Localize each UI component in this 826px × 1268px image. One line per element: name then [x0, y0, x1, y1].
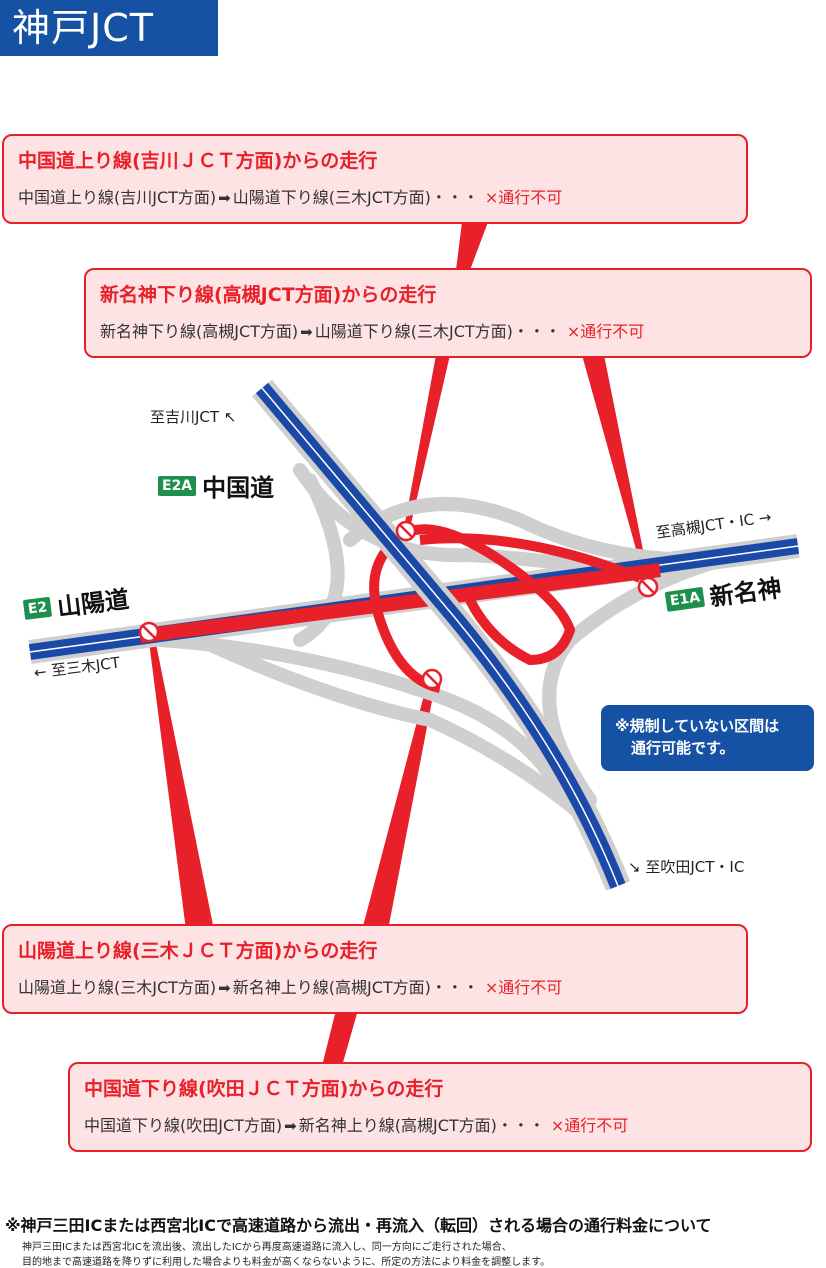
arrow-right-icon: ➡: [300, 323, 313, 341]
no-entry-marker: [637, 576, 659, 598]
toll-notice-text: 神戸三田ICまたは西宮北ICを流出後、流出したICから再度高速道路に流入し、同一…: [22, 1242, 512, 1253]
restriction-callout: 中国道下り線(吹田ＪＣＴ方面)からの走行 中国道下り線(吹田JCT方面)➡新名神…: [68, 1062, 812, 1152]
status-not-passable: ×通行不可: [566, 322, 645, 341]
note-line: 通行可能です。: [631, 739, 735, 757]
pointer-wedge: [148, 634, 214, 930]
callout-route: 新名神下り線(高槻JCT方面)➡山陽道下り線(三木JCT方面)・・・ ×通行不可: [100, 318, 644, 342]
callout-heading: 山陽道上り線(三木ＪＣＴ方面)からの走行: [18, 940, 378, 962]
pointer-wedge: [362, 680, 436, 930]
no-entry-marker: [421, 668, 443, 690]
restricted-loop: [419, 533, 642, 583]
road-name: 中国道: [202, 474, 275, 502]
arrow-right-icon: ➡: [218, 189, 231, 207]
callout-heading: 中国道上り線(吉川ＪＣＴ方面)からの走行: [18, 150, 378, 172]
open-section-note: ※規制していない区間は 通行可能です。: [601, 705, 814, 771]
route-badge: E2: [22, 596, 53, 620]
arrow-right-icon: ➡: [284, 1117, 297, 1135]
route-from: 山陽道上り線(三木JCT方面): [18, 978, 217, 997]
status-not-passable: ×通行不可: [484, 188, 563, 207]
route-to: 山陽道下り線(三木JCT方面)・・・: [232, 188, 479, 207]
pointer-wedge: [582, 355, 650, 585]
ramp: [153, 633, 567, 797]
route-badge: E2A: [158, 475, 197, 496]
restriction-callout: 山陽道上り線(三木ＪＣＴ方面)からの走行 山陽道上り線(三木JCT方面)➡新名神…: [2, 924, 748, 1014]
pointer-wedge: [404, 355, 450, 528]
route-from: 新名神下り線(高槻JCT方面): [100, 322, 299, 341]
ramp: [293, 473, 345, 647]
arrow-right-icon: ➡: [218, 979, 231, 997]
pointer-wedge: [322, 1010, 358, 1066]
callout-heading: 中国道下り線(吹田ＪＣＴ方面)からの走行: [84, 1078, 444, 1100]
toll-notice-text: 目的地まで高速道路を降りずに利用した場合よりも料金が高くならないように、所定の方…: [22, 1257, 551, 1268]
status-not-passable: ×通行不可: [484, 978, 563, 997]
road-label-chugoku: E2A 中国道: [158, 468, 274, 503]
route-badge: E1A: [664, 586, 706, 612]
callout-heading: 新名神下り線(高槻JCT方面)からの走行: [100, 284, 437, 306]
no-entry-marker: [395, 520, 417, 542]
no-entry-marker: [138, 621, 160, 643]
route-to: 山陽道下り線(三木JCT方面)・・・: [314, 322, 561, 341]
callout-route: 中国道上り線(吉川JCT方面)➡山陽道下り線(三木JCT方面)・・・ ×通行不可: [18, 184, 562, 208]
page-title: 神戸JCT: [0, 0, 218, 56]
note-line: ※規制していない区間は: [615, 717, 780, 735]
direction-label-suita: ↘ 至吹田JCT・IC: [628, 858, 745, 876]
restriction-callout: 中国道上り線(吉川ＪＣＴ方面)からの走行 中国道上り線(吉川JCT方面)➡山陽道…: [2, 134, 748, 224]
route-to: 新名神上り線(高槻JCT方面)・・・: [232, 978, 479, 997]
route-to: 新名神上り線(高槻JCT方面)・・・: [298, 1116, 545, 1135]
ramp: [193, 633, 607, 837]
callout-route: 中国道下り線(吹田JCT方面)➡新名神上り線(高槻JCT方面)・・・ ×通行不可: [84, 1112, 628, 1136]
route-from: 中国道上り線(吉川JCT方面): [18, 188, 217, 207]
pointer-wedge: [456, 222, 488, 270]
restriction-callout: 新名神下り線(高槻JCT方面)からの走行 新名神下り線(高槻JCT方面)➡山陽道…: [84, 268, 812, 358]
chugoku-centerline: [261, 387, 619, 887]
status-not-passable: ×通行不可: [550, 1116, 629, 1135]
direction-label-yokawa: 至吉川JCT ↖: [150, 408, 237, 426]
restricted-section: [139, 563, 661, 643]
toll-notice-title: ※神戸三田ICまたは西宮北ICで高速道路から流出・再流入（転回）される場合の通行…: [5, 1216, 712, 1235]
callout-route: 山陽道上り線(三木JCT方面)➡新名神上り線(高槻JCT方面)・・・ ×通行不可: [18, 974, 562, 998]
route-from: 中国道下り線(吹田JCT方面): [84, 1116, 283, 1135]
